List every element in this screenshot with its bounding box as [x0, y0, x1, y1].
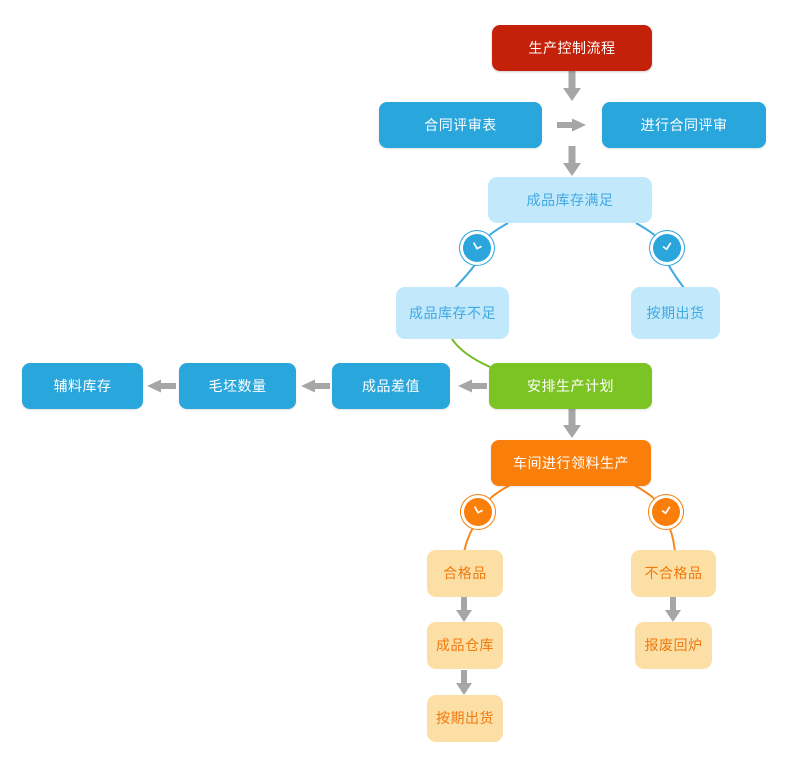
edge-unqualified-to-scrap	[665, 597, 681, 622]
edge-review-to-stockok	[563, 146, 581, 176]
node-auxiliary-stock[interactable]: 辅料库存	[22, 363, 143, 409]
edge-workshop-branches	[463, 484, 676, 553]
node-scrap-remelt[interactable]: 报废回炉	[635, 622, 712, 669]
edge-warehouse-to-ship	[456, 670, 472, 695]
node-ship-on-time-top[interactable]: 按期出货	[631, 287, 720, 339]
node-plan-production[interactable]: 安排生产计划	[489, 363, 652, 409]
node-contract-form[interactable]: 合同评审表	[379, 102, 542, 148]
branch-right-icon[interactable]	[652, 498, 680, 526]
edge-root-to-contract	[563, 71, 581, 101]
edge-form-to-review	[557, 118, 586, 132]
node-root[interactable]: 生产控制流程	[492, 25, 652, 71]
node-blank-quantity[interactable]: 毛坯数量	[179, 363, 296, 409]
node-qualified[interactable]: 合格品	[427, 550, 503, 597]
node-unqualified[interactable]: 不合格品	[631, 550, 716, 597]
edge-stockshort-to-plan	[451, 338, 491, 368]
branch-right-icon[interactable]	[653, 234, 681, 262]
node-product-difference[interactable]: 成品差值	[332, 363, 450, 409]
edge-plan-to-diff	[458, 379, 487, 393]
node-stock-shortage[interactable]: 成品库存不足	[396, 287, 509, 339]
branch-left-icon[interactable]	[464, 498, 492, 526]
edge-stockok-branches	[454, 222, 685, 289]
node-stock-sufficient[interactable]: 成品库存满足	[488, 177, 652, 223]
edge-diff-to-blank	[301, 379, 330, 393]
node-workshop-production[interactable]: 车间进行领料生产	[491, 440, 651, 486]
node-finished-warehouse[interactable]: 成品仓库	[427, 622, 503, 669]
edge-blank-to-aux	[147, 379, 176, 393]
edge-qualified-to-warehouse	[456, 597, 472, 622]
node-contract-review[interactable]: 进行合同评审	[602, 102, 766, 148]
node-ship-on-time-bottom[interactable]: 按期出货	[427, 695, 503, 742]
branch-left-icon[interactable]	[463, 234, 491, 262]
edge-plan-to-workshop	[563, 409, 581, 438]
